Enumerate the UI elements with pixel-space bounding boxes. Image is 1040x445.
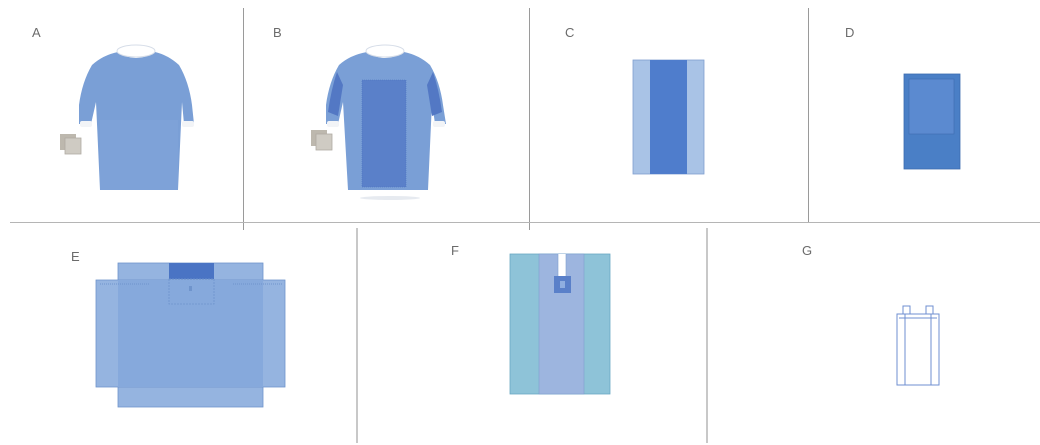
stand-cover-g — [897, 306, 939, 385]
